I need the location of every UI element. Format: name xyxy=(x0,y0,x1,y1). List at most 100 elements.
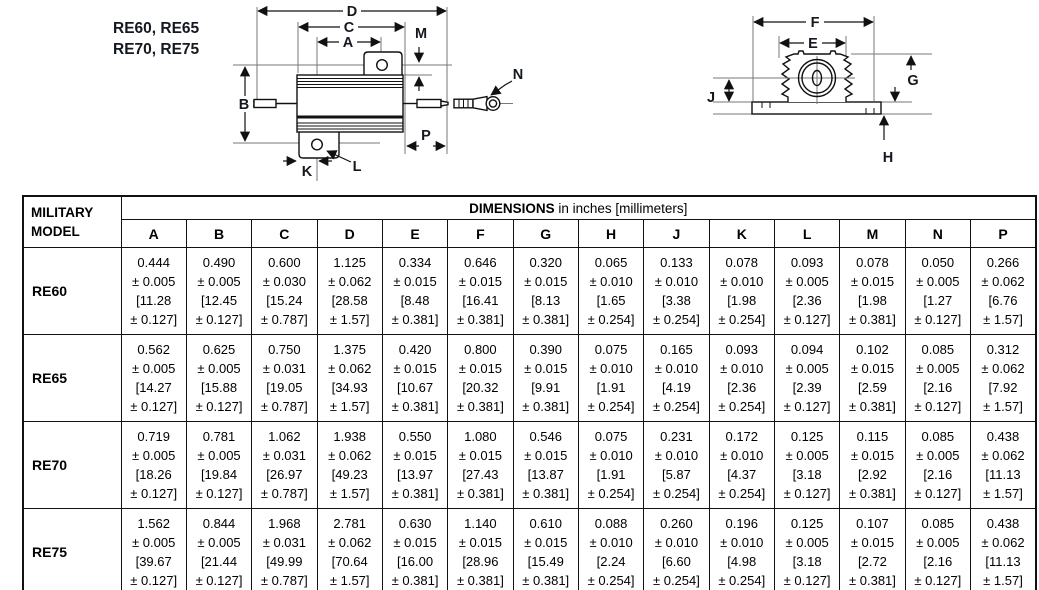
dim-cell-RE60-E: 0.334± 0.015[8.48± 0.381] xyxy=(381,247,449,335)
right-lead xyxy=(416,98,442,109)
dim-value-line: 0.125 xyxy=(790,429,824,444)
dim-value-line: ± 0.127] xyxy=(195,486,243,501)
dim-value-line: 0.088 xyxy=(594,516,628,531)
dim-value-line: [4.37 xyxy=(727,467,757,482)
dim-cell-RE75-F: 1.140± 0.015[28.96± 0.381] xyxy=(447,508,514,590)
dim-value-line: 0.546 xyxy=(529,429,562,444)
dim-cell-RE75-D: 2.781± 0.062[70.64± 1.57] xyxy=(316,508,383,590)
dim-cell-RE75-J: 0.260± 0.010[6.60± 0.254] xyxy=(643,508,710,590)
dim-cell-RE75-A: 1.562± 0.005[39.67± 0.127] xyxy=(120,508,187,590)
dim-value-line: [14.27 xyxy=(135,380,172,395)
drawing-model-list-line2: RE70, RE75 xyxy=(113,41,200,58)
technical-drawing: RE60, RE65 RE70, RE75 xyxy=(113,4,932,181)
dim-value-line: ± 0.010 xyxy=(654,448,699,463)
flange-slot-ticks xyxy=(761,102,875,114)
dim-value-line: 0.078 xyxy=(856,255,889,270)
dim-cell-RE60-K: 0.078± 0.010[1.98± 0.254] xyxy=(708,247,775,335)
dim-value-line: [70.64 xyxy=(331,554,368,569)
dim-value-line: ± 0.015 xyxy=(524,535,568,550)
dim-cell-RE75-P: 0.438± 0.062[11.13± 1.57] xyxy=(969,508,1037,590)
dim-value-line: ± 0.062 xyxy=(328,448,372,463)
dim-cell-RE70-B: 0.781± 0.005[19.84± 0.127] xyxy=(185,421,253,509)
dim-value-line: ± 0.127] xyxy=(914,399,962,414)
column-header-K: K xyxy=(708,219,775,248)
dim-value-line: [16.41 xyxy=(462,293,499,308)
dim-label-J: J xyxy=(707,90,715,106)
lug-terminal xyxy=(453,95,501,112)
dim-value-line: ± 0.010 xyxy=(589,274,633,289)
dim-cell-RE65-M: 0.102± 0.015[2.59± 0.381] xyxy=(839,334,906,422)
dim-value-line: ± 0.005 xyxy=(197,448,241,463)
military-model-line1: MILITARY xyxy=(31,205,94,220)
dim-value-line: [6.76 xyxy=(988,293,1018,308)
dim-value-line: [2.92 xyxy=(857,467,887,482)
dim-value-line: ± 0.254] xyxy=(587,312,635,327)
dim-value-line: ± 0.787] xyxy=(260,486,308,501)
dim-value-line: ± 0.381] xyxy=(391,312,439,327)
dim-cell-RE60-M: 0.078± 0.015[1.98± 0.381] xyxy=(839,247,906,335)
dim-value-line: ± 0.005 xyxy=(916,361,960,376)
dim-cell-RE65-K: 0.093± 0.010[2.36± 0.254] xyxy=(708,334,775,422)
dim-cell-RE60-N: 0.050± 0.005[1.27± 0.127] xyxy=(904,247,971,335)
dim-value-line: [2.59 xyxy=(857,380,887,395)
dim-value-line: [7.92 xyxy=(988,380,1018,395)
dim-label-E: E xyxy=(808,36,818,52)
dim-value-line: ± 0.005 xyxy=(197,274,241,289)
dimensions-header: DIMENSIONS in inches [millimeters] xyxy=(120,195,1037,220)
dim-value-line: ± 0.015 xyxy=(850,535,895,550)
dim-label-A: A xyxy=(343,35,354,51)
dim-cell-RE75-K: 0.196± 0.010[4.98± 0.254] xyxy=(708,508,775,590)
dim-value-line: ± 1.57] xyxy=(329,312,370,327)
dim-value-line: 0.050 xyxy=(921,255,955,270)
dim-value-line: 1.062 xyxy=(268,429,301,444)
dim-value-line: 0.550 xyxy=(398,429,432,444)
dim-value-line: ± 0.127] xyxy=(195,312,243,327)
dim-value-line: ± 0.005 xyxy=(197,535,241,550)
dim-cell-RE75-B: 0.844± 0.005[21.44± 0.127] xyxy=(185,508,253,590)
dim-value-line: ± 1.57] xyxy=(329,486,370,501)
dim-value-line: ± 0.010 xyxy=(654,535,699,550)
dim-value-line: ± 0.015 xyxy=(458,274,503,289)
dim-label-L: L xyxy=(353,159,362,175)
dim-value-line: [3.18 xyxy=(792,554,822,569)
dim-value-line: ± 0.127] xyxy=(783,399,831,414)
dim-value-line: ± 0.254] xyxy=(652,399,700,414)
dim-value-line: [2.24 xyxy=(596,554,626,569)
top-tab-hole xyxy=(376,59,389,72)
dim-value-line: ± 0.015 xyxy=(850,361,895,376)
dim-value-line: 0.600 xyxy=(268,255,301,270)
dim-value-line: ± 0.005 xyxy=(916,535,960,550)
dim-value-line: ± 0.015 xyxy=(850,448,895,463)
dim-cell-RE60-J: 0.133± 0.010[3.38± 0.254] xyxy=(643,247,710,335)
dim-value-line: ± 0.787] xyxy=(260,573,308,588)
dim-value-line: ± 0.005 xyxy=(132,361,176,376)
dim-label-H: H xyxy=(883,150,893,166)
dim-value-line: [10.67 xyxy=(396,380,434,395)
dim-value-line: 1.562 xyxy=(137,516,170,531)
dim-value-line: ± 0.254] xyxy=(652,312,700,327)
dim-cell-RE75-L: 0.125± 0.005[3.18± 0.127] xyxy=(773,508,841,590)
dim-value-line: ± 0.127] xyxy=(783,573,831,588)
dim-value-line: ± 0.005 xyxy=(132,535,176,550)
dim-value-line: ± 0.005 xyxy=(916,448,960,463)
dim-cell-RE65-C: 0.750± 0.031[19.05± 0.787] xyxy=(251,334,318,422)
dim-cell-RE70-M: 0.115± 0.015[2.92± 0.381] xyxy=(839,421,906,509)
dim-value-line: ± 1.57] xyxy=(983,312,1023,327)
dim-cell-RE65-B: 0.625± 0.005[15.88± 0.127] xyxy=(185,334,253,422)
dim-value-line: ± 0.010 xyxy=(720,535,764,550)
dim-value-line: ± 0.015 xyxy=(393,361,437,376)
dim-value-line: [8.48 xyxy=(400,293,430,308)
dim-value-line: ± 0.010 xyxy=(654,274,699,289)
dim-value-line: ± 0.005 xyxy=(197,361,241,376)
dim-value-line: [11.28 xyxy=(136,293,172,308)
dim-cell-RE70-N: 0.085± 0.005[2.16± 0.127] xyxy=(904,421,971,509)
dim-value-line: ± 0.005 xyxy=(785,535,829,550)
dim-value-line: 0.750 xyxy=(268,342,301,357)
column-header-J: J xyxy=(643,219,710,248)
dim-value-line: 0.438 xyxy=(986,429,1020,444)
dim-value-line: 0.844 xyxy=(202,516,236,531)
column-header-A: A xyxy=(120,219,187,248)
dim-value-line: 1.968 xyxy=(268,516,301,531)
